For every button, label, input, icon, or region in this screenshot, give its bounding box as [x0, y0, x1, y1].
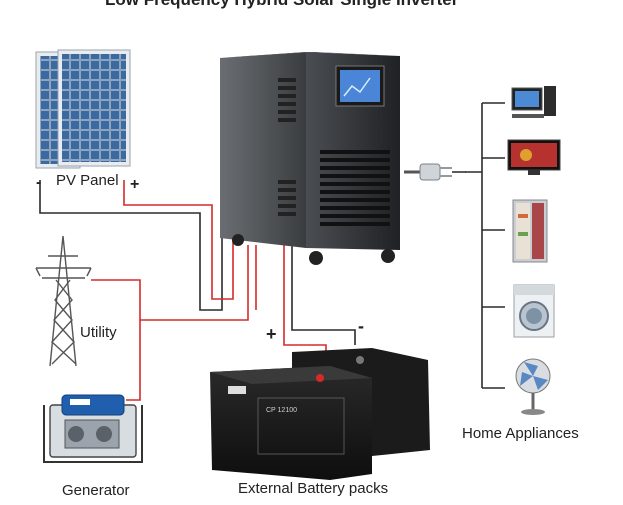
battery-minus-label: - [358, 316, 364, 336]
pv-minus-label: - [36, 174, 42, 191]
pv-plus-label: + [130, 176, 140, 193]
solar-panel-icon [35, 49, 131, 169]
pv-negative-wire [39, 180, 223, 311]
battery-label: External Battery packs [238, 480, 389, 497]
generator-wire [91, 279, 141, 401]
computer-icon [511, 86, 556, 118]
pv-panel-label: PV Panel [56, 172, 119, 189]
battery-plus-label: + [266, 324, 277, 344]
battery-icon [210, 348, 430, 480]
transmission-tower-icon [35, 235, 92, 367]
generator-icon [43, 394, 143, 463]
battery-negative-wire [291, 245, 356, 345]
battery-model-label: CP 12100 [266, 407, 297, 414]
inverter-icon [220, 52, 400, 265]
television-icon [507, 139, 561, 175]
generator-label: Generator [62, 482, 130, 499]
utility-wire [140, 245, 249, 321]
utility-label: Utility [80, 324, 117, 341]
appliances-label: Home Appliances [462, 425, 579, 442]
diagram-title: Low Frequency Hybrid Solar Single Invert… [105, 0, 458, 10]
pv-positive-wire [123, 180, 234, 300]
electric-fan-icon [515, 358, 551, 415]
washing-machine-icon [513, 284, 555, 338]
refrigerator-icon [512, 199, 548, 263]
power-plug-icon [404, 163, 466, 181]
